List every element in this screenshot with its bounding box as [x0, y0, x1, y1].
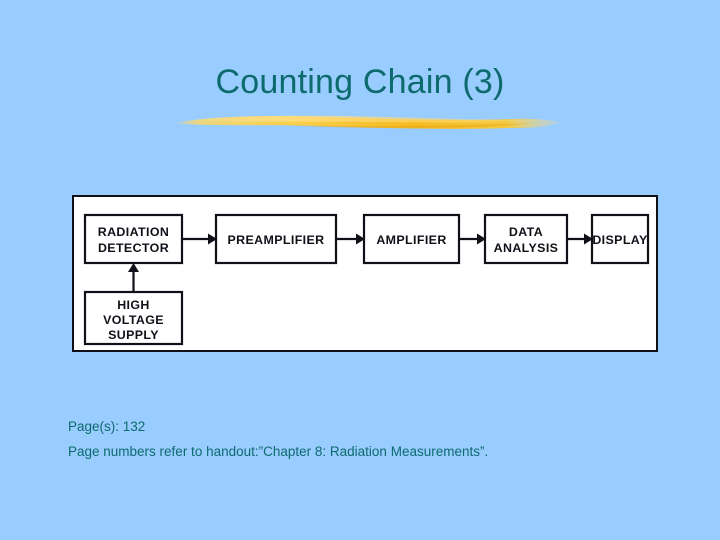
block-data-analysis: DATA ANALYSIS: [483, 213, 569, 265]
block-high-voltage-supply-line1: HIGH: [117, 298, 150, 312]
connector-data-analysis-to-display: [567, 233, 593, 245]
block-data-analysis-line2: ANALYSIS: [494, 241, 559, 255]
footer-pages-line: Page(s): 132: [68, 419, 146, 434]
block-amplifier-label: AMPLIFIER: [376, 233, 446, 247]
connector-preamplifier-to-amplifier: [336, 233, 365, 245]
block-high-voltage-supply-line3: SUPPLY: [108, 328, 159, 342]
footer-note-line: Page numbers refer to handout:”Chapter 8…: [68, 444, 489, 459]
footer-notes: Page(s): 132 Page numbers refer to hando…: [68, 414, 668, 464]
connector-detector-to-preamplifier: [182, 233, 217, 245]
connector-high-voltage-supply-to-detector: [128, 263, 139, 292]
block-display: DISPLAY: [590, 213, 650, 265]
block-display-label: DISPLAY: [592, 233, 648, 247]
block-radiation-detector-line1: RADIATION: [98, 225, 170, 239]
block-data-analysis-line1: DATA: [509, 225, 543, 239]
title-underline-brushstroke: [172, 110, 562, 134]
block-preamplifier: PREAMPLIFIER: [214, 213, 338, 265]
block-amplifier: AMPLIFIER: [362, 213, 461, 265]
block-high-voltage-supply-line2: VOLTAGE: [103, 313, 164, 327]
brushstroke-icon: [174, 115, 560, 129]
block-radiation-detector: RADIATION DETECTOR: [83, 213, 184, 265]
counting-chain-diagram: RADIATION DETECTOR PREAMPLIFIER AMPLIFIE…: [72, 195, 658, 352]
block-high-voltage-supply: HIGH VOLTAGE SUPPLY: [83, 290, 184, 346]
block-radiation-detector-line2: DETECTOR: [98, 241, 169, 255]
block-preamplifier-label: PREAMPLIFIER: [227, 233, 324, 247]
connector-amplifier-to-data-analysis: [459, 233, 486, 245]
page-title: Counting Chain (3): [215, 63, 505, 101]
